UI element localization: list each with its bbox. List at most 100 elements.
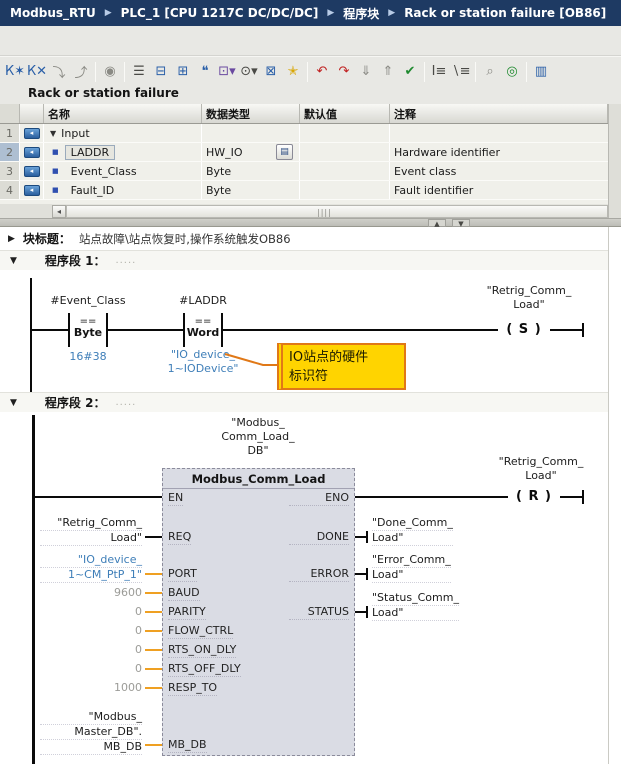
contact-tag[interactable]: #LADDR — [179, 294, 227, 307]
block-title-row[interactable]: ▶ 块标题： 站点故障\站点恢复时,操作系统触发OB86 — [0, 227, 608, 250]
collapse-all-networks-icon[interactable]: ⊞ — [177, 64, 189, 79]
compile-icon[interactable]: ✔ — [404, 64, 416, 79]
callout-note[interactable]: IO站点的硬件 标识符 — [277, 343, 406, 390]
baud-operand[interactable]: 9600 — [114, 586, 142, 599]
pin-flow-ctrl[interactable]: FLOW_CTRL — [168, 624, 234, 639]
compare-type[interactable]: Byte — [73, 326, 103, 339]
undo-icon[interactable]: ↶ — [316, 64, 328, 79]
expand-all-networks-icon[interactable]: ⊟ — [155, 64, 167, 79]
compare-contact[interactable]: == Word — [183, 313, 223, 347]
scrollbar-thumb-grip[interactable]: |||| — [317, 207, 332, 217]
parity-operand[interactable]: 0 — [135, 605, 142, 618]
empty-box-icon[interactable]: ⊠ — [265, 64, 277, 79]
expander-down-icon[interactable]: ▼ — [10, 397, 17, 408]
pin-en[interactable]: EN — [168, 491, 184, 506]
download-to-device-icon[interactable]: ⇓ — [360, 64, 372, 79]
flow-ctrl-operand[interactable]: 0 — [135, 624, 142, 637]
header-name[interactable]: 名称 — [44, 104, 202, 123]
network-1-header[interactable]: ▼ 程序段 1： ..... — [0, 250, 608, 270]
table-row[interactable]: 4 ◂ ■ Fault_ID Byte Fault identifier — [0, 181, 608, 200]
header-default-value[interactable]: 默认值 — [300, 104, 390, 123]
insert-row-icon[interactable]: ⤵ — [52, 66, 66, 81]
insert-network-icon[interactable]: К✶ — [4, 64, 26, 79]
coil-tag[interactable]: "Retrig_Comm_ Load" — [486, 284, 572, 311]
breadcrumb-item-program-blocks[interactable]: 程序块 — [343, 6, 380, 21]
expander-icon[interactable]: ▼ — [50, 128, 57, 138]
pin-status[interactable]: STATUS — [289, 604, 349, 620]
header-comment[interactable]: 注释 — [390, 104, 608, 123]
coil-tag[interactable]: "Retrig_Comm_ Load" — [498, 455, 584, 482]
favorites-icon[interactable]: ✭ — [287, 64, 299, 79]
pin-done[interactable]: DONE — [289, 529, 349, 545]
upload-from-device-icon[interactable]: ⇑ — [382, 64, 394, 79]
resp-to-operand[interactable]: 1000 — [114, 681, 142, 694]
row-name-cell[interactable]: ■ LADDR — [44, 143, 202, 161]
row-type-cell[interactable] — [202, 124, 300, 142]
pin-baud[interactable]: BAUD — [168, 586, 200, 601]
expander-right-icon[interactable]: ▶ — [8, 233, 15, 244]
compare-type[interactable]: Word — [186, 326, 220, 339]
table-row[interactable]: 3 ◂ ■ Event_Class Byte Event class — [0, 162, 608, 181]
compare-operand[interactable]: 16#38 — [69, 350, 107, 363]
contact-tag[interactable]: #Event_Class — [50, 294, 126, 307]
pin-error[interactable]: ERROR — [289, 566, 349, 582]
breadcrumb-item-block[interactable]: Rack or station failure [OB86] — [404, 6, 607, 20]
redo-icon[interactable]: ↷ — [338, 64, 350, 79]
window-layout-icon[interactable]: ▥ — [534, 64, 548, 79]
row-comment-cell[interactable]: Hardware identifier — [394, 145, 500, 159]
row-type-cell[interactable]: Byte — [202, 162, 300, 180]
table-horizontal-scrollbar[interactable]: ◂ |||| — [0, 204, 608, 218]
mb-db-operand[interactable]: "Modbus_ Master_DB". MB_DB — [40, 710, 142, 755]
row-default-cell[interactable] — [300, 181, 390, 199]
pin-port[interactable]: PORT — [168, 567, 197, 582]
block-title-text[interactable]: 站点故障\站点恢复时,操作系统触发OB86 — [78, 231, 291, 246]
compare-operand[interactable]: "IO_device_ 1~IODevice" — [167, 348, 239, 375]
pin-rts-off-dly[interactable]: RTS_OFF_DLY — [168, 662, 241, 677]
pin-req[interactable]: REQ — [168, 530, 192, 545]
splitter-collapse-down-icon[interactable]: ▼ — [452, 219, 470, 228]
row-comment-cell[interactable] — [390, 124, 608, 142]
pin-parity[interactable]: PARITY — [168, 605, 206, 620]
network-2-header[interactable]: ▼ 程序段 2： ..... — [0, 392, 608, 412]
expander-down-icon[interactable]: ▼ — [10, 255, 17, 266]
find-replace-icon[interactable]: ⌕ — [486, 64, 494, 79]
variable-name[interactable]: LADDR — [64, 144, 116, 160]
row-comment-cell[interactable]: Event class — [394, 164, 457, 178]
scrollbar-track[interactable]: |||| — [66, 204, 608, 218]
table-row[interactable]: 1 ◂ ▼ Input — [0, 124, 608, 143]
scroll-left-button[interactable]: ◂ — [52, 204, 66, 218]
breadcrumb-item-plc[interactable]: PLC_1 [CPU 1217C DC/DC/DC] — [120, 6, 319, 20]
compare-contact[interactable]: == Byte — [68, 313, 108, 347]
pin-eno[interactable]: ENO — [289, 490, 349, 506]
row-default-cell[interactable] — [300, 124, 390, 142]
datatype-dropdown-button[interactable]: ▤ — [276, 144, 293, 160]
insert-box-icon[interactable]: ⊡▾ — [218, 64, 236, 79]
row-type-cell[interactable]: Byte — [202, 181, 300, 199]
monitor-off-icon[interactable]: ∖≡ — [451, 64, 471, 79]
set-coil[interactable]: ( S ) — [498, 322, 550, 338]
instance-db-name[interactable]: "Modbus_ Comm_Load_ DB" — [221, 416, 295, 457]
pin-rts-on-dly[interactable]: RTS_ON_DLY — [168, 643, 237, 658]
modbus-comm-load-block[interactable]: Modbus_Comm_Load — [162, 468, 355, 756]
comment-toggle-icon[interactable]: ❝ — [201, 64, 209, 79]
variable-name[interactable]: Event_Class — [70, 164, 137, 178]
rts-off-dly-operand[interactable]: 0 — [135, 662, 142, 675]
port-operand[interactable]: "IO_device_ 1~CM_PtP_1" — [40, 553, 142, 583]
row-name-cell[interactable]: ■ Fault_ID — [44, 181, 202, 199]
variable-name[interactable]: Fault_ID — [70, 183, 115, 197]
vertical-scrollbar-track[interactable] — [608, 104, 621, 227]
row-comment-cell[interactable]: Fault identifier — [394, 183, 474, 197]
insert-coil-icon[interactable]: ⊙▾ — [240, 64, 258, 79]
req-operand[interactable]: "Retrig_Comm_ Load" — [40, 516, 142, 546]
reset-coil[interactable]: ( R ) — [508, 489, 560, 505]
splitter-collapse-up-icon[interactable]: ▲ — [428, 219, 446, 228]
table-row[interactable]: 2 ◂ ■ LADDR HW_IO ▤ Hardware identifier — [0, 143, 608, 162]
row-default-cell[interactable] — [300, 162, 390, 180]
row-name-cell[interactable]: ■ Event_Class — [44, 162, 202, 180]
row-type-cell[interactable]: HW_IO ▤ — [202, 143, 300, 161]
error-operand[interactable]: "Error_Comm_ Load" — [372, 553, 451, 583]
breadcrumb-item-project[interactable]: Modbus_RTU — [10, 6, 96, 20]
pin-resp-to[interactable]: RESP_TO — [168, 681, 218, 696]
status-operand[interactable]: "Status_Comm_ Load" — [372, 591, 459, 621]
delete-network-icon[interactable]: К✕ — [26, 64, 48, 79]
